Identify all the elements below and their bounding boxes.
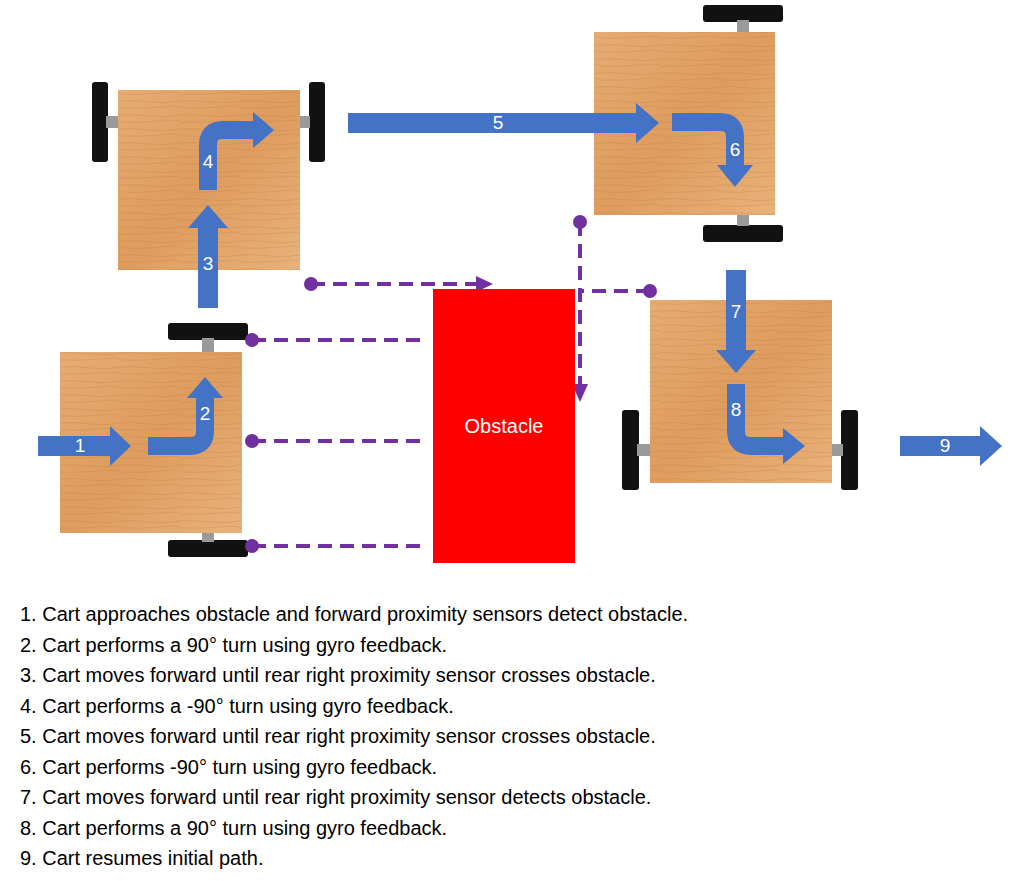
sensor-beam — [580, 289, 650, 293]
wheel — [168, 323, 248, 340]
step-text: 9. Cart resumes initial path. — [20, 846, 263, 870]
arrow-head — [110, 426, 131, 466]
axle-bracket — [202, 338, 214, 352]
wheel — [622, 410, 639, 490]
motion-arrow — [208, 130, 255, 190]
sensor-dot — [245, 434, 259, 448]
callout-number: 4 — [203, 152, 214, 172]
arrow-head — [717, 165, 753, 187]
motion-arrow — [900, 436, 982, 456]
wheel — [309, 82, 325, 162]
wheel — [841, 410, 858, 490]
axle-bracket — [737, 20, 749, 34]
sensor-beam — [252, 338, 428, 342]
sensor-dot — [245, 333, 259, 347]
wheel — [168, 540, 248, 557]
sensor-dot — [573, 215, 587, 229]
arrow-head — [783, 428, 805, 464]
motion-arrow — [726, 270, 746, 352]
sensor-dot — [304, 277, 318, 291]
arrow-head — [716, 350, 756, 373]
callout-number: 5 — [493, 113, 504, 133]
arrow-head — [980, 426, 1002, 466]
callout-number: 8 — [731, 400, 742, 420]
step-text: 5. Cart moves forward until rear right p… — [20, 724, 656, 748]
step-text: 8. Cart performs a 90° turn using gyro f… — [20, 816, 447, 840]
motion-arrow — [672, 122, 735, 167]
axle-bracket — [202, 532, 214, 542]
wheel — [703, 5, 783, 22]
node-label: Obstacle — [465, 414, 544, 438]
callout-number: 1 — [75, 436, 86, 456]
sensor-beam — [252, 544, 428, 548]
arrow-head — [188, 205, 228, 228]
axle-bracket — [831, 444, 843, 456]
callout-number: 6 — [730, 140, 741, 160]
arrow-head — [253, 112, 274, 148]
step-text: 2. Cart performs a 90° turn using gyro f… — [20, 633, 447, 657]
callout-number: 9 — [940, 436, 951, 456]
step-text: 4. Cart performs a -90° turn using gyro … — [20, 694, 454, 718]
wheel — [92, 82, 108, 162]
callout-number: 3 — [203, 254, 214, 274]
axle-bracket — [737, 214, 749, 226]
step-text: 3. Cart moves forward until rear right p… — [20, 663, 656, 687]
motion-arrow — [348, 113, 638, 133]
step-text: 6. Cart performs -90° turn using gyro fe… — [20, 755, 437, 779]
axle-bracket — [637, 444, 651, 456]
motion-arrow — [38, 436, 112, 456]
sensor-dot — [643, 284, 657, 298]
arrow-head — [187, 377, 223, 398]
axle-bracket — [106, 116, 120, 128]
wheel — [703, 225, 783, 242]
motion-arrow — [198, 226, 218, 308]
motion-arrow — [736, 384, 785, 446]
arrow-head — [636, 103, 659, 143]
sensor-beam — [311, 282, 478, 286]
callout-number: 7 — [731, 302, 742, 322]
sensor-beam — [578, 222, 582, 386]
callout-number: 2 — [200, 404, 211, 424]
step-text: 1. Cart approaches obstacle and forward … — [20, 602, 688, 626]
motion-arrow — [148, 396, 205, 446]
obstacle-box: Obstacle — [433, 289, 575, 563]
step-text: 7. Cart moves forward until rear right p… — [20, 785, 651, 809]
sensor-beam — [252, 439, 428, 443]
sensor-dot — [245, 539, 259, 553]
